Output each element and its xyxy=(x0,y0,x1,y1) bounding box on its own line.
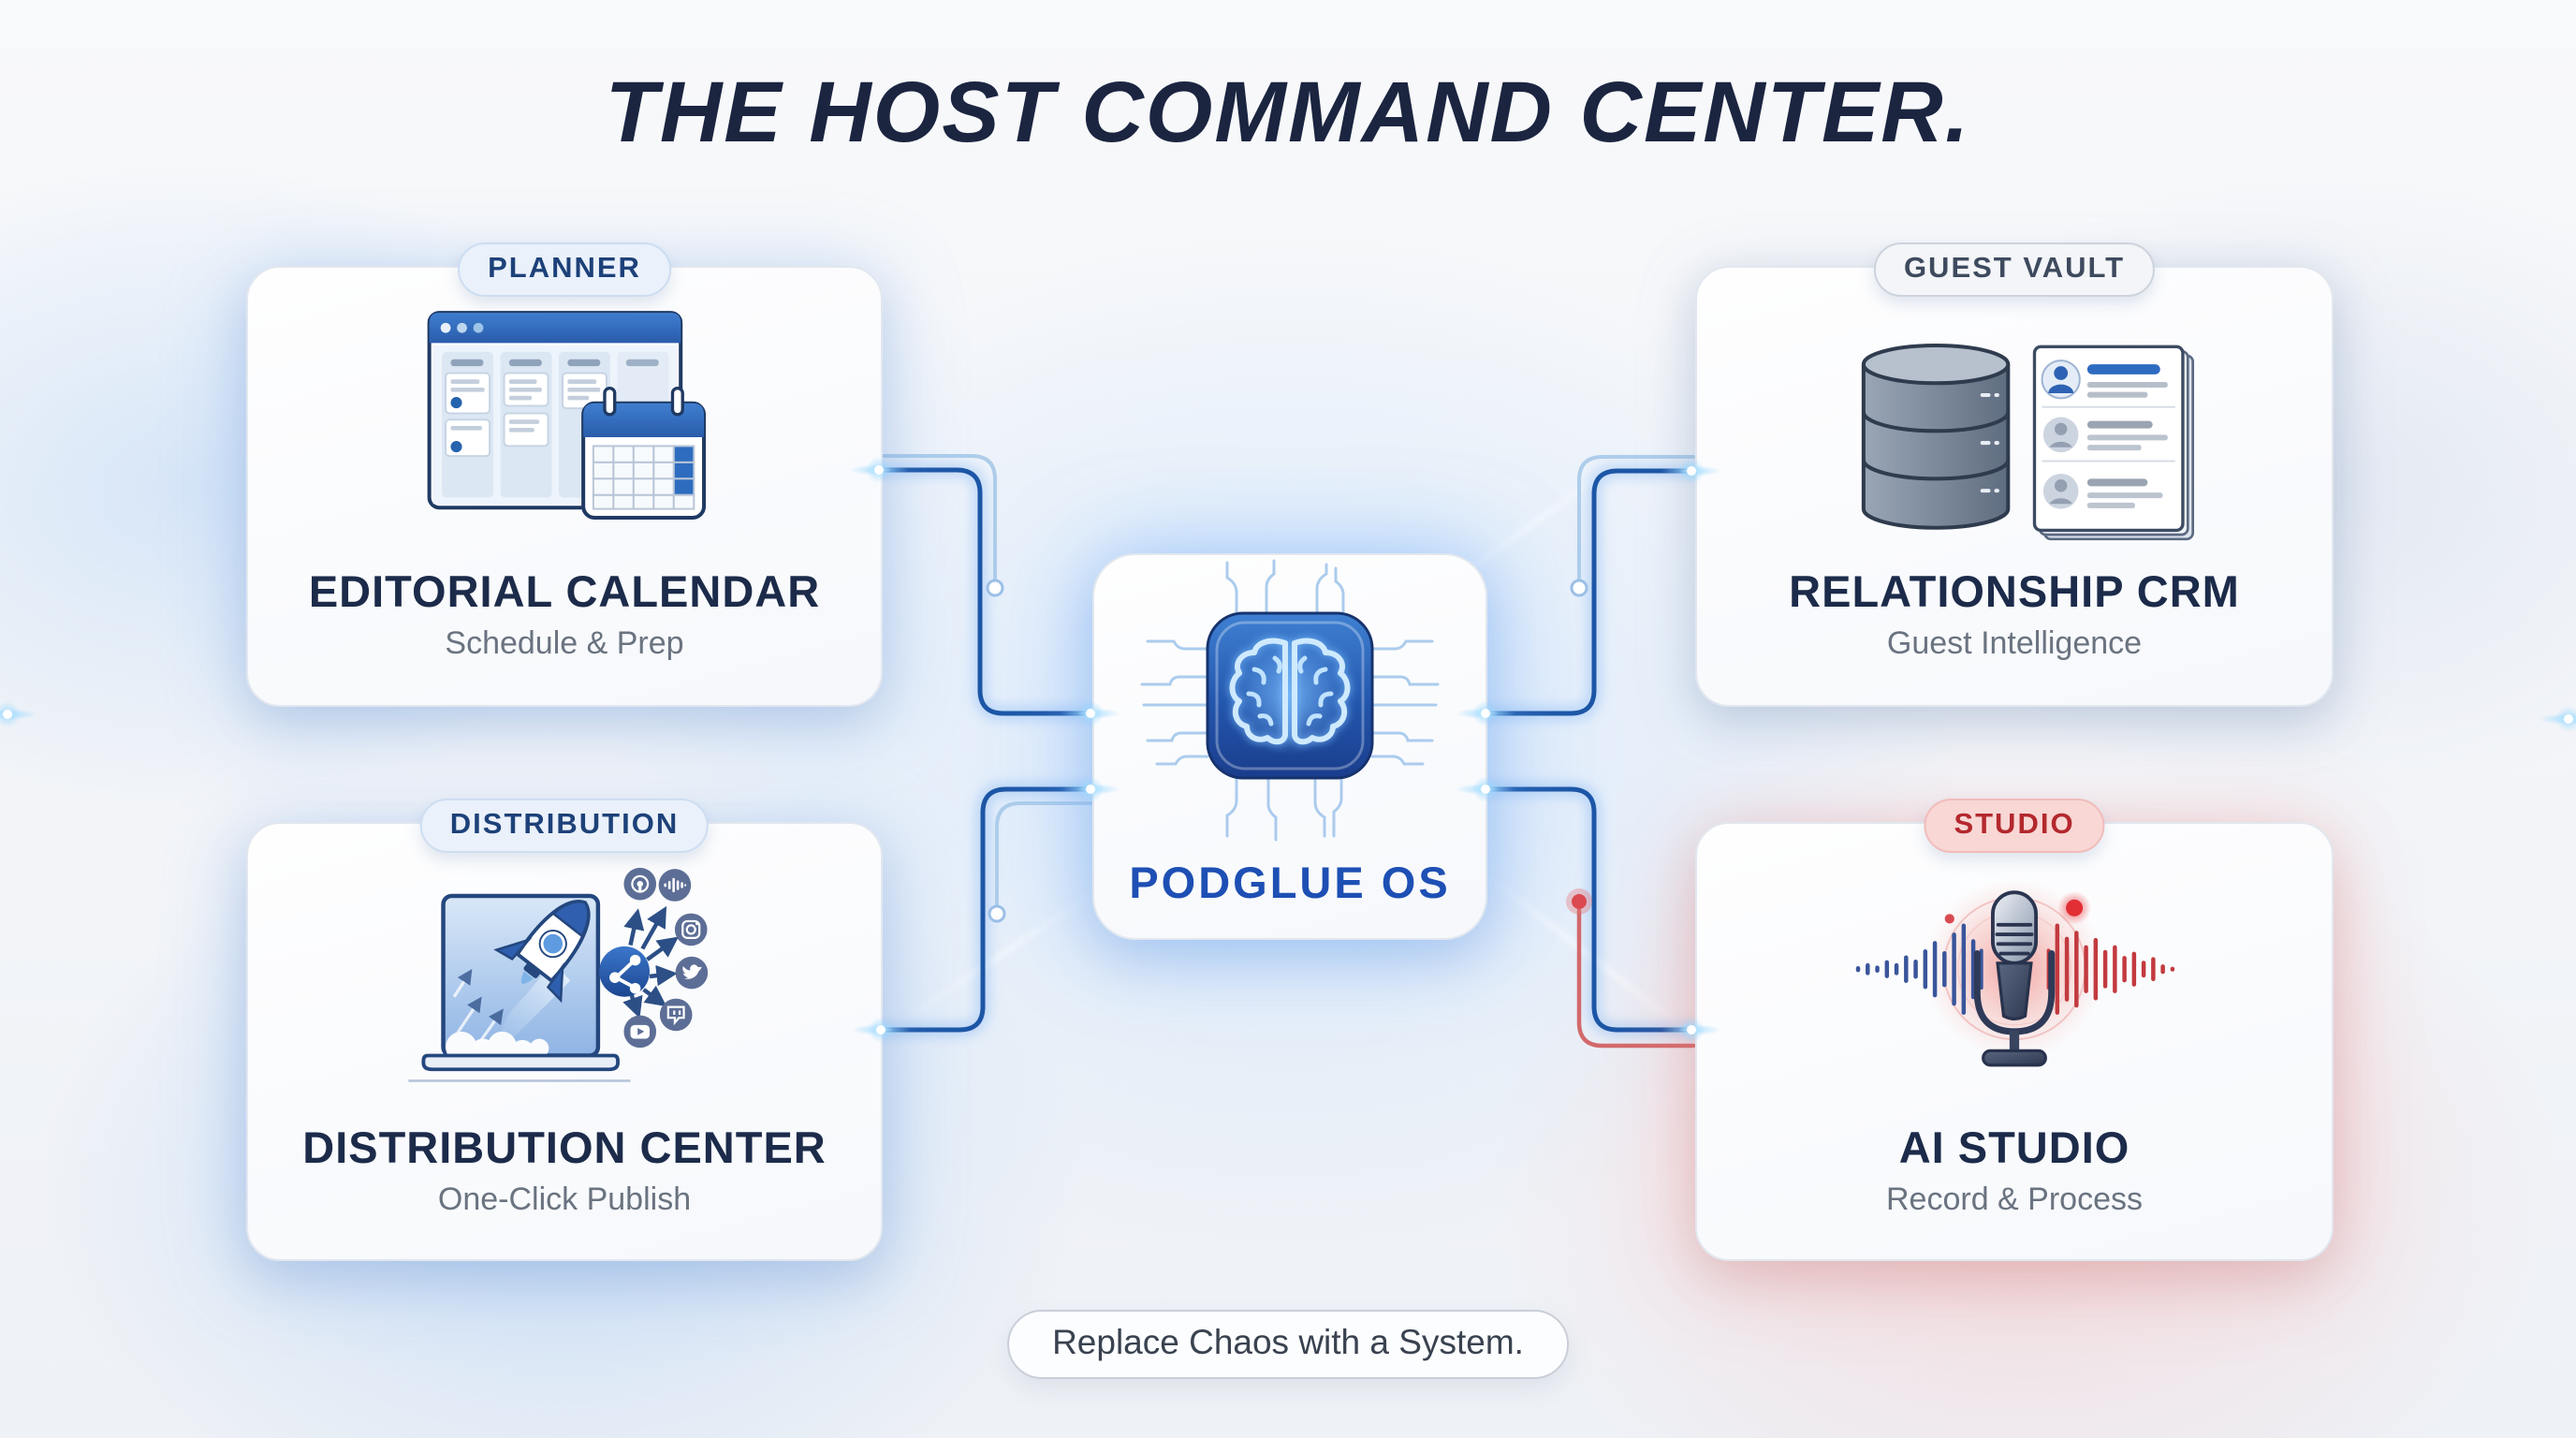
card-subtitle: One-Click Publish xyxy=(437,1181,692,1217)
badge-label: STUDIO xyxy=(1954,807,2075,840)
brain-chip-icon xyxy=(1140,559,1440,842)
card-title: DISTRIBUTION CENTER xyxy=(302,1123,827,1172)
card-podglue-os: PODGLUE OS xyxy=(1092,553,1487,940)
card-ai-studio: STUDIO xyxy=(1695,799,2334,1261)
wire-end-dots xyxy=(986,579,1592,923)
social-platform-icons xyxy=(623,867,709,1049)
badge-label: GUEST VAULT xyxy=(1903,251,2126,284)
card-relationship-crm: GUEST VAULT xyxy=(1695,242,2334,707)
card-subtitle: Schedule & Prep xyxy=(445,625,684,661)
card-subtitle: Guest Intelligence xyxy=(1886,625,2143,661)
card-title: RELATIONSHIP CRM xyxy=(1789,566,2240,616)
badge-guest-vault: GUEST VAULT xyxy=(1873,242,2156,297)
card-title: EDITORIAL CALENDAR xyxy=(308,566,821,616)
waveform-left xyxy=(1855,923,1983,1015)
footer-tagline: Replace Chaos with a System. xyxy=(1007,1310,1569,1379)
waveform-right xyxy=(2046,923,2175,1015)
kanban-calendar-icon xyxy=(274,301,855,565)
badge-planner: PLANNER xyxy=(458,242,671,297)
center-label: PODGLUE OS xyxy=(1129,858,1451,907)
card-subtitle: Record & Process xyxy=(1886,1181,2143,1217)
card-title: AI STUDIO xyxy=(1898,1123,2130,1172)
badge-studio: STUDIO xyxy=(1924,799,2105,853)
badge-label: PLANNER xyxy=(488,251,641,284)
microphone-waveform-icon xyxy=(1724,858,2305,1122)
card-distribution-center: DISTRIBUTION xyxy=(246,799,883,1261)
badge-distribution: DISTRIBUTION xyxy=(419,799,710,853)
badge-label: DISTRIBUTION xyxy=(449,807,680,840)
database-contacts-icon xyxy=(1724,301,2305,565)
laptop-rocket-share-icon xyxy=(274,858,855,1122)
page-title: THE HOST COMMAND CENTER. xyxy=(605,65,1971,160)
card-editorial-calendar: PLANNER xyxy=(246,242,883,707)
footer-label: Replace Chaos with a System. xyxy=(1052,1323,1524,1361)
